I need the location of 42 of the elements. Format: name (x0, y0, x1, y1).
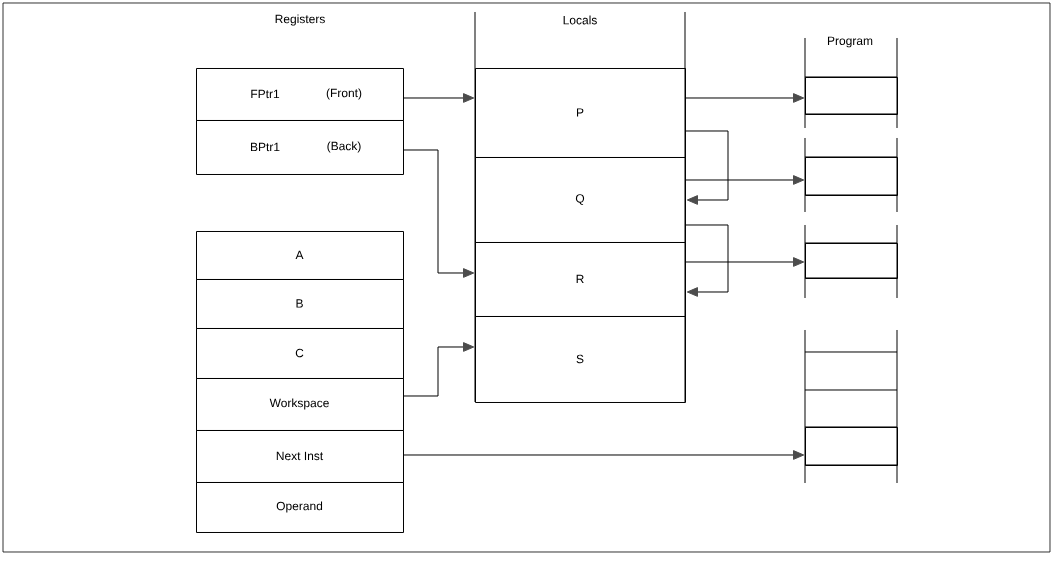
cell-text: A (295, 250, 304, 260)
cell-text: B (296, 299, 303, 308)
cell-text: C (295, 348, 304, 358)
column-heading: Locals (560, 13, 600, 27)
cell-text: BPtr1 (251, 142, 280, 152)
local-cell (475, 316, 686, 403)
cell-text: S (576, 354, 584, 364)
arrow (685, 224, 729, 297)
cell-text: Next Inst (276, 451, 324, 461)
register-cell (196, 120, 404, 175)
cell-text: Workspace (269, 398, 329, 410)
cell-text: (Front) (326, 88, 362, 100)
arrow (685, 93, 805, 103)
register-cell (196, 430, 404, 483)
arrow (403, 342, 475, 397)
local-cell (475, 68, 686, 158)
column-heading: Program (825, 34, 875, 50)
cell-text: P (577, 108, 584, 117)
program-slot (805, 427, 898, 466)
cell-text: (Back) (327, 141, 361, 153)
register-cell (196, 231, 404, 280)
register-cell (196, 482, 404, 533)
arrow (403, 149, 475, 278)
program-slot (805, 77, 898, 115)
cell-text: Q (575, 194, 585, 205)
program-slot (805, 243, 898, 279)
arrow (403, 93, 475, 103)
cell-text: R (576, 274, 584, 284)
cell-text: FPtr1 (251, 89, 280, 99)
arrow (685, 257, 805, 267)
register-cell (196, 328, 404, 379)
program-slot (805, 157, 898, 196)
cell-text: Operand (276, 501, 323, 513)
register-cell (196, 378, 404, 431)
arrow (403, 450, 805, 460)
register-cell (196, 68, 404, 121)
arrow (685, 175, 805, 185)
local-cell (475, 242, 686, 317)
register-cell (196, 279, 404, 329)
arrow (685, 130, 729, 205)
column-heading: Registers (272, 12, 328, 28)
local-cell (475, 157, 686, 243)
